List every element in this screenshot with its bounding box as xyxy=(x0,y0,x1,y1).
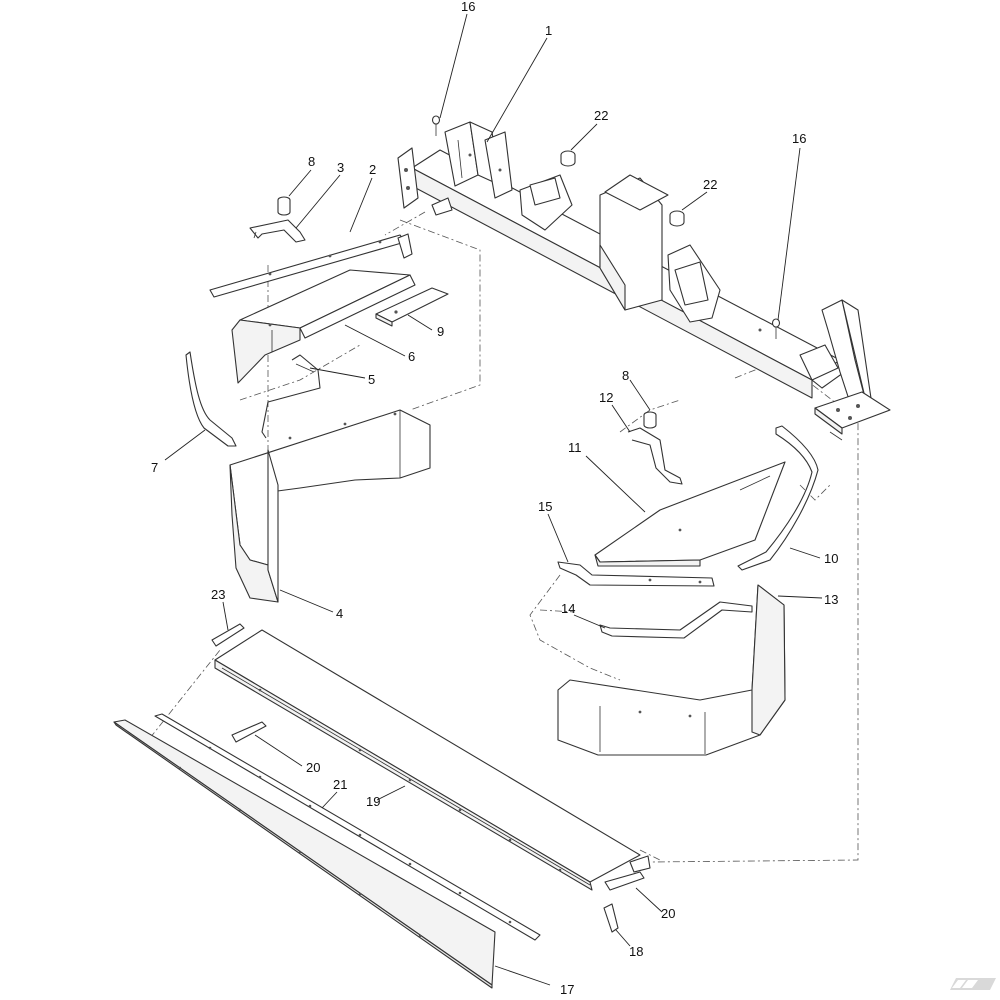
callout-8: 8 xyxy=(622,368,629,383)
callout-labels: 16 1 22 16 22 8 3 2 9 6 5 7 4 8 12 11 15… xyxy=(151,0,838,997)
kramp-k-logo xyxy=(950,978,996,990)
part-1-main-frame xyxy=(397,121,891,441)
part-12-bracket xyxy=(627,427,683,485)
part-23-clip xyxy=(211,623,245,647)
callout-22: 22 xyxy=(594,108,608,123)
callout-2: 2 xyxy=(369,162,376,177)
callout-16: 16 xyxy=(792,131,806,146)
part-14-bracket xyxy=(599,601,753,639)
part-21-rail xyxy=(154,713,541,941)
callout-12: 12 xyxy=(599,390,613,405)
callout-6: 6 xyxy=(408,349,415,364)
part-10-strap xyxy=(737,425,819,571)
callout-23: 23 xyxy=(211,587,225,602)
callout-16: 16 xyxy=(461,0,475,14)
part-5-bracket xyxy=(261,354,321,439)
callout-19: 19 xyxy=(366,794,380,809)
part-7-strap xyxy=(185,351,237,447)
part-22-rubber-bumpers xyxy=(560,150,685,227)
part-11-deflector xyxy=(594,461,786,567)
callout-9: 9 xyxy=(437,324,444,339)
part-2-top-rail xyxy=(209,233,413,298)
part-15-rail xyxy=(557,561,715,587)
part-16-bolts xyxy=(431,115,781,339)
part-8-stud-left xyxy=(277,196,291,216)
part-9-plate xyxy=(375,287,449,327)
callout-7: 7 xyxy=(151,460,158,475)
callout-20: 20 xyxy=(306,760,320,775)
callout-1: 1 xyxy=(545,23,552,38)
callout-13: 13 xyxy=(824,592,838,607)
part-18-clip xyxy=(603,903,619,933)
callout-15: 15 xyxy=(538,499,552,514)
part-4-side-skirt xyxy=(229,409,431,603)
callout-8: 8 xyxy=(308,154,315,169)
callout-14: 14 xyxy=(561,601,575,616)
part-8-stud-right xyxy=(643,411,657,429)
callout-4: 4 xyxy=(336,606,343,621)
callout-5: 5 xyxy=(368,372,375,387)
part-6-deflector xyxy=(231,269,416,384)
part-20-bracket-b xyxy=(604,855,651,891)
callout-11: 11 xyxy=(568,440,582,455)
callout-10: 10 xyxy=(824,551,838,566)
leader-lines xyxy=(164,13,823,986)
part-19-top-cover xyxy=(214,629,641,891)
callout-21: 21 xyxy=(333,777,347,792)
callout-20: 20 xyxy=(661,906,675,921)
part-3-bracket xyxy=(249,219,306,243)
part-13-side-skirt xyxy=(557,584,786,756)
callout-17: 17 xyxy=(560,982,574,997)
callout-22: 22 xyxy=(703,177,717,192)
callout-18: 18 xyxy=(629,944,643,959)
part-20-bracket-a xyxy=(231,721,267,743)
part-17-front-flap xyxy=(113,719,496,989)
callout-3: 3 xyxy=(337,160,344,175)
